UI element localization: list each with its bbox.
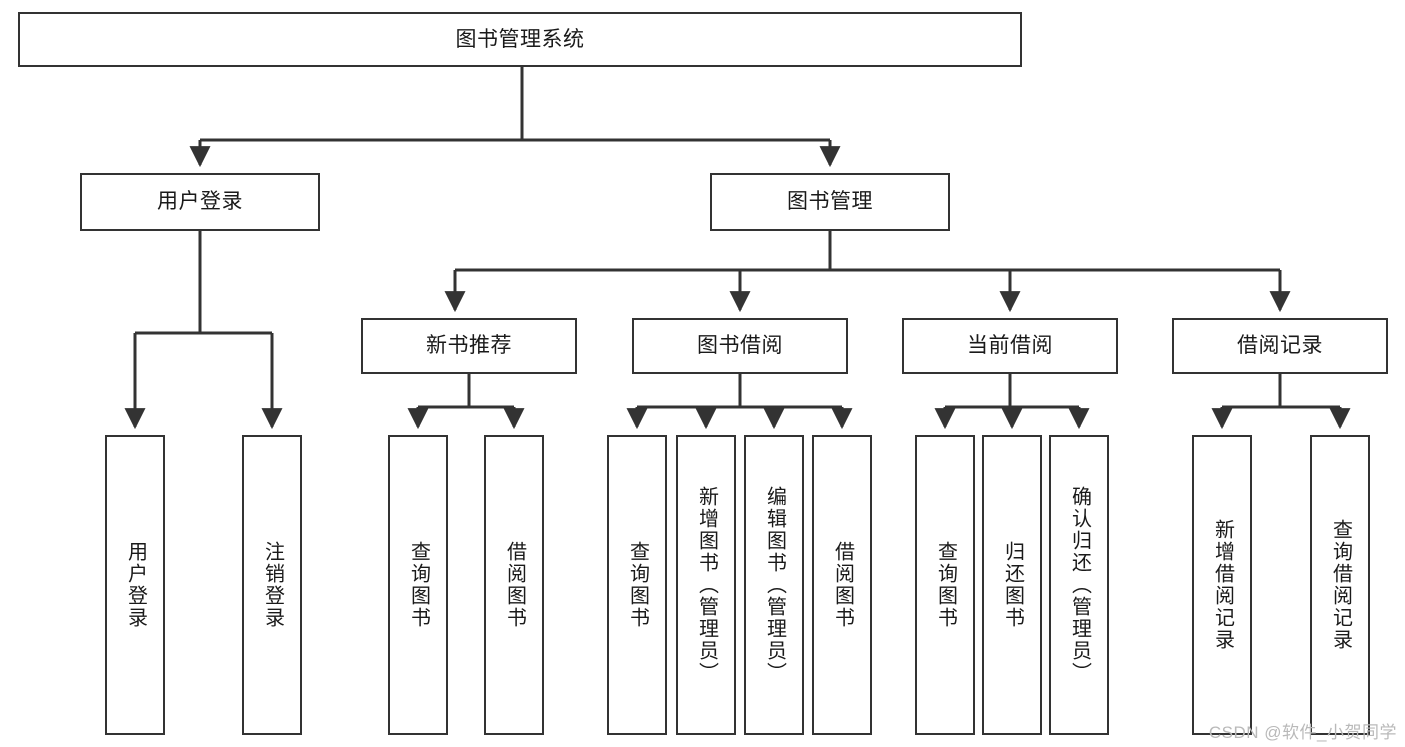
node-label: 编辑图书（管理员） [763, 486, 786, 684]
node-label: 当前借阅 [967, 334, 1053, 358]
leaf-edit-book-admin[interactable]: 编辑图书（管理员） [744, 435, 804, 735]
leaf-logout[interactable]: 注销登录 [242, 435, 302, 735]
leaf-borrow-book[interactable]: 借阅图书 [812, 435, 872, 735]
node-label: 查询图书 [407, 541, 430, 629]
leaf-confirm-return-admin[interactable]: 确认归还（管理员） [1049, 435, 1109, 735]
node-label: 借阅图书 [831, 541, 854, 629]
node-label: 确认归还（管理员） [1068, 486, 1091, 684]
leaf-query-book-recommend[interactable]: 查询图书 [388, 435, 448, 735]
node-label: 注销登录 [261, 541, 284, 629]
node-level3-new-book-recommend[interactable]: 新书推荐 [361, 318, 577, 374]
node-level2-user-login[interactable]: 用户登录 [80, 173, 320, 231]
csdn-watermark: CSDN @软件_小贺同学 [1208, 723, 1397, 742]
leaf-add-borrow-record[interactable]: 新增借阅记录 [1192, 435, 1252, 735]
node-label: 新书推荐 [426, 334, 512, 358]
leaf-user-login[interactable]: 用户登录 [105, 435, 165, 735]
node-label: 查询借阅记录 [1329, 519, 1352, 651]
node-label: 用户登录 [157, 190, 243, 214]
node-label: 图书管理系统 [455, 27, 585, 51]
node-root[interactable]: 图书管理系统 [18, 12, 1022, 67]
node-label: 图书借阅 [697, 334, 783, 358]
node-label: 新增图书（管理员） [695, 486, 718, 684]
leaf-query-book-current[interactable]: 查询图书 [915, 435, 975, 735]
node-label: 借阅记录 [1237, 334, 1323, 358]
leaf-borrow-book-recommend[interactable]: 借阅图书 [484, 435, 544, 735]
node-level3-book-borrow[interactable]: 图书借阅 [632, 318, 848, 374]
node-level2-book-management[interactable]: 图书管理 [710, 173, 950, 231]
leaf-query-borrow-record[interactable]: 查询借阅记录 [1310, 435, 1370, 735]
leaf-add-book-admin[interactable]: 新增图书（管理员） [676, 435, 736, 735]
node-label: 图书管理 [787, 190, 873, 214]
node-label: 借阅图书 [503, 541, 526, 629]
node-level3-borrow-record[interactable]: 借阅记录 [1172, 318, 1388, 374]
leaf-return-book[interactable]: 归还图书 [982, 435, 1042, 735]
node-label: 归还图书 [1001, 541, 1024, 629]
node-label: 查询图书 [934, 541, 957, 629]
node-level3-current-borrow[interactable]: 当前借阅 [902, 318, 1118, 374]
node-label: 查询图书 [626, 541, 649, 629]
node-label: 用户登录 [124, 541, 147, 629]
node-label: 新增借阅记录 [1211, 519, 1234, 651]
leaf-query-book-borrow[interactable]: 查询图书 [607, 435, 667, 735]
